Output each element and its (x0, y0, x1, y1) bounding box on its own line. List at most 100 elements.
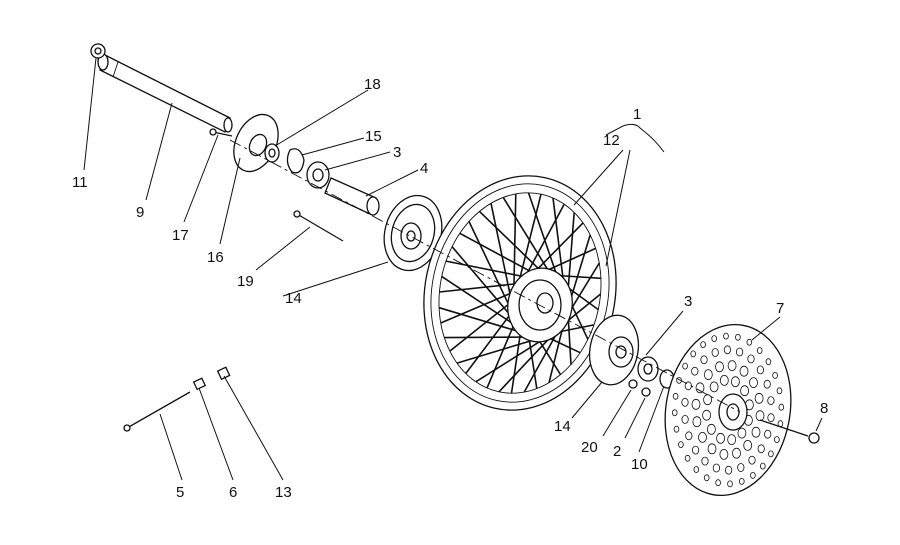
label-9: 9 (136, 204, 144, 221)
label-15: 15 (365, 128, 382, 145)
disc-hole (673, 425, 680, 433)
disc-hole (767, 413, 775, 423)
nipple-part-13 (216, 366, 231, 381)
label-11: 11 (72, 174, 88, 191)
disc-hole (735, 333, 741, 341)
washer-20 (628, 379, 638, 389)
label-12: 12 (603, 132, 620, 149)
disc-hole (716, 432, 725, 444)
label-5: 5 (176, 484, 184, 501)
wheel-spoke (449, 300, 513, 352)
disc-hole (776, 387, 783, 395)
hub-flange-right (588, 314, 640, 386)
group-bracket (605, 123, 665, 153)
disc-hole (755, 410, 765, 422)
disc-hole (759, 462, 766, 470)
disc-hole (772, 371, 778, 379)
disc-hole (712, 463, 721, 473)
disc-hole (707, 443, 717, 455)
disc-hole (709, 381, 719, 393)
wheel-spoke (445, 260, 527, 278)
disc-hole (691, 398, 701, 410)
disc-hole (715, 479, 721, 487)
disc-hole (681, 414, 689, 424)
disc-hole (735, 347, 744, 357)
disc-hole (719, 374, 729, 386)
disc-hole (723, 345, 732, 355)
axle-nut (90, 43, 106, 59)
disc-hole (731, 376, 740, 388)
disc-hole (701, 456, 709, 466)
spoked-wheel (423, 175, 617, 411)
disc-hole (695, 382, 705, 394)
disc-bolt (759, 419, 820, 444)
label-14-upper: 14 (285, 290, 302, 307)
wheel-spoke (510, 328, 522, 394)
disc-hole (692, 416, 702, 428)
spoke-part (123, 391, 191, 432)
disc-hole (703, 394, 712, 406)
disc-hole (700, 355, 708, 365)
wheel-spoke (552, 197, 566, 290)
disc-hole (737, 463, 745, 472)
label-1: 1 (633, 106, 641, 123)
label-20: 20 (581, 439, 598, 456)
disc-hole (693, 466, 700, 473)
long-bolt (293, 210, 344, 242)
disc-hole (707, 423, 716, 435)
wheel-spoke (439, 282, 520, 293)
brake-disc (664, 323, 792, 497)
disc-hole (723, 332, 729, 340)
wheel-spoke (523, 203, 565, 279)
disc-hole (681, 397, 689, 407)
disc-hole (672, 392, 679, 400)
disc-hole (756, 347, 763, 354)
disc-hole (746, 338, 753, 346)
disc-hole (743, 439, 753, 451)
label-6: 6 (229, 484, 237, 501)
disc-hole (740, 385, 749, 397)
wheel-spoke (465, 310, 514, 374)
disc-hole (703, 474, 710, 482)
circlip (286, 148, 305, 174)
hub-cover-left (383, 194, 443, 272)
label-19: 19 (237, 273, 254, 290)
assembly-axis (229, 139, 741, 413)
oil-seal (264, 143, 280, 163)
label-4: 4 (420, 160, 428, 177)
disc-hole (757, 444, 765, 454)
disc-hole (754, 392, 764, 404)
label-10: 10 (631, 456, 648, 473)
washer-2 (641, 387, 651, 397)
disc-hole (682, 362, 688, 370)
disc-hole (671, 409, 678, 417)
disc-hole (751, 426, 761, 438)
label-3-lower: 3 (684, 293, 692, 310)
wheel-spoke (486, 320, 517, 389)
wheel-axle (97, 53, 233, 133)
bearing-upper (306, 161, 330, 189)
disc-hole (684, 454, 691, 462)
disc-hole (765, 358, 772, 366)
disc-hole (698, 431, 707, 443)
disc-hole (727, 434, 737, 446)
wheel-spoke (440, 290, 515, 324)
disc-hole (738, 477, 745, 485)
bolt-17 (209, 128, 233, 137)
disc-hole (711, 335, 717, 343)
disc-hole (767, 396, 775, 406)
wheel-spoke (490, 203, 513, 304)
wheel-spoke (517, 194, 542, 286)
disc-hole (763, 379, 771, 389)
label-13: 13 (275, 484, 292, 501)
disc-hole (756, 365, 765, 375)
label-17: 17 (172, 227, 189, 244)
disc-hole (691, 366, 699, 376)
label-7: 7 (776, 300, 784, 317)
nipple-part (192, 377, 207, 391)
label-8: 8 (820, 400, 828, 417)
disc-hole (678, 441, 684, 449)
disc-hole (703, 369, 713, 381)
disc-hole (774, 436, 780, 444)
